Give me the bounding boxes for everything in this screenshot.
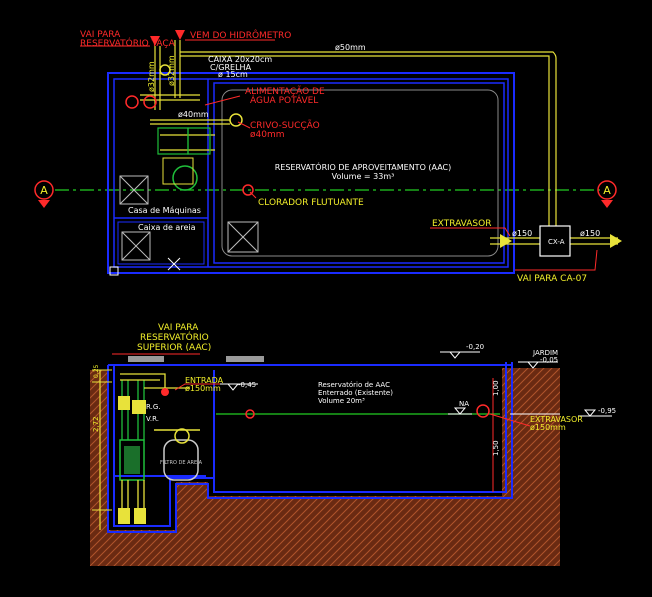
- section-marker-left: A: [34, 180, 54, 208]
- label-dim-small: 0,25: [93, 364, 100, 378]
- plan-leaders: [80, 39, 598, 271]
- label-pipe-top: ø50mm: [335, 43, 366, 52]
- label-jardim-level: -0,05: [540, 356, 558, 364]
- label-grelha: C/GRELHA: [210, 63, 252, 72]
- label-caixa: CAIXA 20x20cm: [208, 55, 272, 64]
- level-marker-3: [226, 383, 240, 391]
- section-view: FILTRO DE AREIA VAI PARA RESERVATÓRIO SU…: [90, 323, 616, 566]
- label-dim-150: 1,50: [492, 440, 500, 456]
- label-level-095: -0,95: [598, 407, 616, 415]
- label-res-aac: Reservatório de AAC: [318, 381, 390, 389]
- reservoir-outline: [213, 82, 505, 264]
- label-vai-para: VAI PARA: [80, 30, 121, 40]
- label-d150-left: ø150: [512, 229, 532, 238]
- label-dim-left: 2,72: [92, 416, 100, 432]
- label-filtro: FILTRO DE AREIA: [160, 460, 203, 466]
- section-leaders: [112, 353, 531, 427]
- label-vai-ca: VAI PARA CA-07: [517, 274, 587, 284]
- corner-mark: [109, 266, 119, 276]
- label-level-020: -0,20: [466, 343, 484, 351]
- pump-assembly: [118, 373, 190, 524]
- label-reservatorio-taca: RESERVATÓRIO TAÇA: [80, 37, 176, 49]
- plan-inner-wall: [113, 78, 509, 268]
- label-alimentacao: ALIMENTAÇÃO DE: [245, 86, 325, 97]
- label-v32a: ø32mm: [147, 61, 156, 92]
- section-marker-right: A: [597, 180, 617, 208]
- label-enterrado: Enterrado (Existente): [318, 389, 393, 397]
- label-extravasor-section: EXTRAVASOR: [530, 415, 583, 424]
- label-level-045: -0,45: [238, 381, 256, 389]
- label-jardim: JARDIM: [532, 349, 558, 357]
- plan-outer-wall: [107, 72, 515, 274]
- section-marker-left-label: A: [40, 184, 48, 197]
- section-walls: [107, 362, 513, 533]
- label-entrada-2: ø150mm: [185, 384, 221, 393]
- grate-box-2: [121, 231, 151, 261]
- label-casa-maquinas: Casa de Máquinas: [128, 206, 201, 215]
- soil-fill: [90, 368, 560, 566]
- label-entrada: ENTRADA: [185, 376, 224, 385]
- label-cx: CX-A: [548, 238, 565, 246]
- level-marker-1: [448, 351, 462, 359]
- label-extravasor-plan: EXTRAVASOR: [432, 219, 491, 229]
- label-vai-sup: VAI PARA: [158, 323, 199, 333]
- label-rg: R.G.: [146, 403, 161, 411]
- level-marker-2: [526, 361, 540, 369]
- label-vai-sup-2: RESERVATÓRIO: [140, 331, 209, 343]
- plan-fittings: [125, 30, 622, 257]
- label-dim-100: 1,00: [492, 380, 500, 396]
- sand-filter: FILTRO DE AREIA: [154, 428, 203, 481]
- label-vr: V.R.: [146, 415, 159, 423]
- label-v32b: ø32mm: [167, 55, 176, 86]
- label-clorador: CLORADOR FLUTUANTE: [258, 198, 364, 208]
- reservoir-water-line: [221, 89, 499, 257]
- plan-view: A A: [34, 29, 622, 284]
- label-grelha-2: ø 15cm: [218, 70, 248, 79]
- label-extravasor-section-2: ø150mm: [530, 423, 566, 432]
- label-crivo: CRIVO-SUCÇÃO: [250, 120, 320, 131]
- label-volume: Volume = 33m³: [332, 172, 395, 181]
- level-marker-4: [583, 409, 597, 417]
- lid-slab-1: [128, 356, 164, 362]
- label-vem-hidrometro: VEM DO HIDRÔMETRO: [190, 29, 291, 41]
- label-alimentacao-2: ÁGUA POTÁVEL: [250, 94, 318, 106]
- label-reservatorio: RESERVATÓRIO DE APROVEITAMENTO (AAC): [275, 161, 452, 172]
- overflow-fitting: [476, 404, 490, 418]
- label-na: NA: [459, 400, 469, 408]
- label-crivo-2: ø40mm: [250, 130, 285, 140]
- label-vai-sup-3: SUPERIOR (AAC): [137, 343, 211, 353]
- label-d40: ø40mm: [178, 110, 209, 119]
- lid-slab-2: [226, 356, 264, 362]
- label-volume20: Volume 20m³: [318, 397, 365, 405]
- level-marker-na: [453, 407, 467, 415]
- float-chlorinator: [245, 409, 255, 419]
- label-d150-right: ø150: [580, 229, 600, 238]
- sand-box: [117, 221, 205, 265]
- label-caixa-areia: Caixa de areia: [138, 223, 196, 232]
- section-marker-right-label: A: [603, 184, 611, 197]
- grate-box-3: [227, 221, 259, 253]
- grate-box-1: [119, 175, 149, 205]
